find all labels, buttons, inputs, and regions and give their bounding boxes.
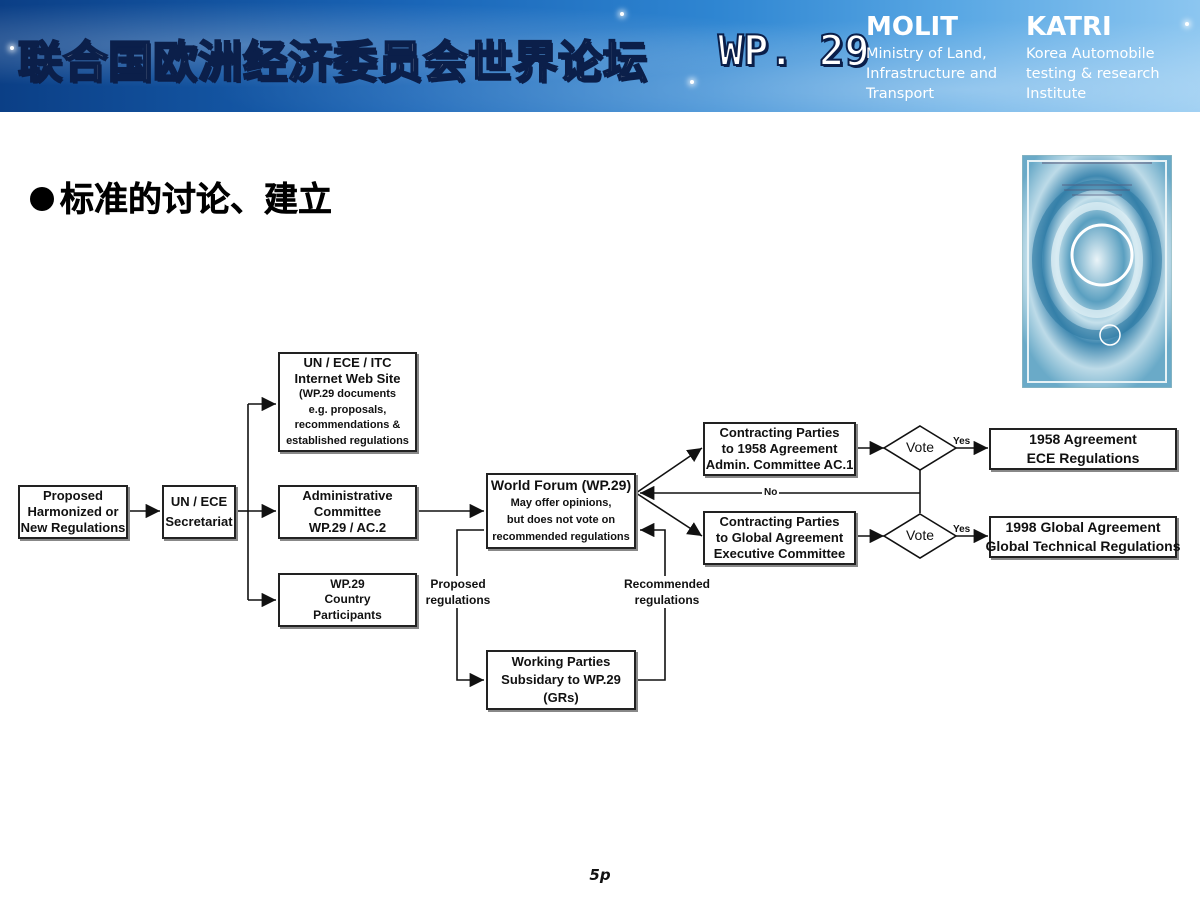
box-country-participants: WP.29 Country Participants <box>278 573 417 627</box>
header-title: 联合国欧洲经济委员会世界论坛 <box>17 36 648 89</box>
box-contracting-parties-1958: Contracting Parties to 1958 Agreement Ad… <box>703 422 856 476</box>
box-un-ece-secretariat: UN / ECE Secretariat <box>162 485 236 539</box>
un-document-cover-image <box>1022 155 1172 388</box>
org-molit: MOLIT Ministry of Land, Infrastructure a… <box>866 10 997 104</box>
vote-bottom-label: Vote <box>905 527 935 543</box>
box-1998-global-agreement: 1998 Global Agreement Global Technical R… <box>986 516 1181 558</box>
box-working-parties: Working Parties Subsidary to WP.29 (GRs) <box>486 650 636 710</box>
org-katri-desc: Korea Automobile testing & research Inst… <box>1026 46 1160 102</box>
vote-diamond-bottom <box>882 513 958 559</box>
label-recommended-regulations: Recommended regulations <box>620 576 714 608</box>
vote-diamond-top <box>882 425 958 471</box>
label-no: No <box>762 485 780 501</box>
box-proposed-regulations: Proposed Harmonized or New Regulations <box>18 485 128 539</box>
arrow-forum-to-cp1958 <box>635 447 703 494</box>
sparkle-icon <box>690 80 694 84</box>
org-katri: KATRI Korea Automobile testing & researc… <box>1026 10 1160 104</box>
label-yes-bottom: Yes <box>953 524 971 535</box>
label-yes-top: Yes <box>953 436 971 447</box>
bullet-icon <box>30 186 54 211</box>
sparkle-icon <box>620 12 624 16</box>
org-molit-desc: Ministry of Land, Infrastructure and Tra… <box>866 46 998 102</box>
header-banner: 联合国欧洲经济委员会世界论坛 WP. 29 MOLIT Ministry of … <box>0 0 1200 112</box>
sparkle-icon <box>1185 22 1189 26</box>
sparkle-icon <box>10 46 14 50</box>
banner-background <box>0 0 1200 112</box>
box-world-forum: World Forum (WP.29) May offer opinions, … <box>486 473 636 549</box>
box-1958-agreement: 1958 Agreement ECE Regulations <box>989 428 1177 470</box>
box-contracting-parties-global: Contracting Parties to Global Agreement … <box>703 511 856 565</box>
org-molit-name: MOLIT <box>866 12 958 42</box>
box-internet-web-site: UN / ECE / ITC Internet Web Site (WP.29 … <box>278 352 417 452</box>
page-number: 5p <box>589 866 611 884</box>
org-katri-name: KATRI <box>1026 12 1112 42</box>
page-heading-text: 标准的讨论、建立 <box>60 180 333 221</box>
label-proposed-regulations: Proposed regulations <box>422 576 494 608</box>
header-code: WP. 29 <box>717 25 871 76</box>
box-administrative-committee: Administrative Committee WP.29 / AC.2 <box>278 485 417 539</box>
vote-top-label: Vote <box>905 439 935 455</box>
page-heading: 标准的讨论、建立 <box>30 172 332 221</box>
